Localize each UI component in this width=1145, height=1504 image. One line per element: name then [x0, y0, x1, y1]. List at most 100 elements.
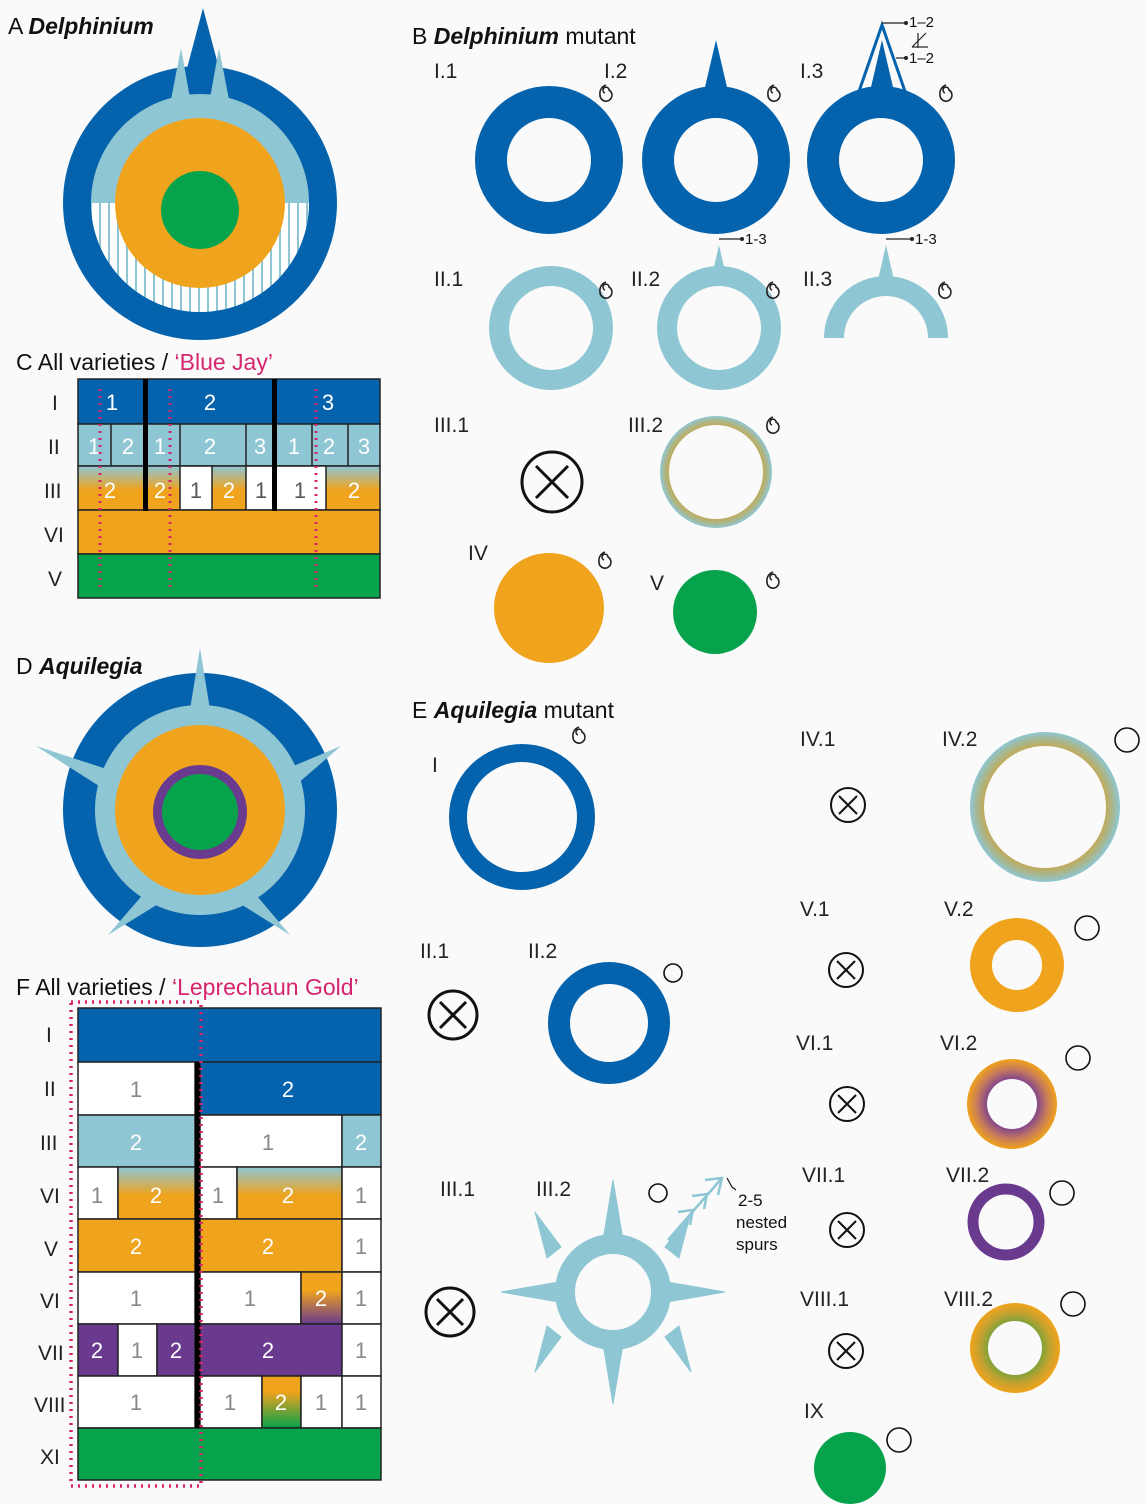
spiral-icon: [573, 727, 585, 743]
panel-c-letter: C: [16, 349, 33, 375]
panel-c-text: All varieties /: [38, 349, 175, 375]
table-cell: 1: [244, 1286, 256, 1311]
panel-d: D Aquilegia: [16, 648, 341, 947]
panel-f-text: All varieties /: [35, 974, 172, 1000]
ring-b-I1: [491, 102, 607, 218]
spiral-icon: [940, 85, 952, 101]
label-e-VIII2: VIII.2: [944, 1288, 993, 1311]
panel-a: A Delphinium: [8, 8, 337, 340]
spiral-icon: [767, 572, 779, 588]
row-label: VI: [40, 1290, 60, 1313]
label-e-VI2: VI.2: [940, 1032, 977, 1055]
disc-b-V: [673, 570, 757, 654]
label-e-VIII1: VIII.1: [800, 1288, 849, 1311]
row-label: II: [48, 436, 60, 459]
table-cell: 2: [275, 1390, 287, 1415]
open-circle-icon: [649, 1184, 667, 1202]
table-cell: 2: [323, 434, 335, 459]
label-e-V1: V.1: [800, 898, 830, 921]
annotation-II3: 1-3: [915, 231, 937, 248]
table-cell: 1: [131, 1338, 143, 1363]
disc-b-IV: [494, 553, 604, 663]
spiral-icon: [599, 552, 611, 568]
svg-text:A Delphinium: A Delphinium: [8, 13, 154, 39]
table-cell: 2: [130, 1234, 142, 1259]
row-label: VII: [38, 1342, 64, 1365]
table-cell: 1: [130, 1077, 142, 1102]
panel-c-variety: ‘Blue Jay’: [175, 349, 273, 375]
ring-b-I3: [823, 102, 939, 218]
ring-b-II1: [499, 276, 603, 380]
table-cell: 1: [88, 434, 100, 459]
label-b-IV: IV: [468, 542, 488, 565]
table-cell: 3: [358, 434, 370, 459]
table-cell: 2: [223, 478, 235, 503]
table-cell: 2: [150, 1183, 162, 1208]
panel-f-letter: F: [16, 974, 30, 1000]
label-e-II2: II.2: [528, 940, 557, 963]
table-cell: 1: [262, 1130, 274, 1155]
table-cell: 1: [154, 434, 166, 459]
label-b-I2: I.2: [604, 60, 627, 83]
ring-e-I: [458, 753, 586, 881]
panel-e: E Aquilegia mutant I II.1 II.2 III.1 III…: [412, 697, 1139, 1504]
nested-spurs-line1: 2-5: [738, 1191, 763, 1210]
spiral-icon: [939, 282, 951, 298]
spiral-icon: [767, 417, 779, 433]
row-label: VIII: [34, 1394, 66, 1417]
open-circle-icon: [1075, 916, 1099, 940]
label-b-I3: I.3: [800, 60, 823, 83]
table-cell: 1: [315, 1390, 327, 1415]
panel-f-variety: ‘Leprechaun Gold’: [172, 974, 359, 1000]
label-e-V2: V.2: [944, 898, 974, 921]
table-cell: 1: [224, 1390, 236, 1415]
table-cell: 1: [288, 434, 300, 459]
spiral-icon: [600, 85, 612, 101]
panel-c: C All varieties / ‘Blue Jay’ I II III VI…: [16, 349, 380, 598]
label-b-I1: I.1: [434, 60, 457, 83]
label-e-IX: IX: [804, 1400, 824, 1423]
panel-b-letter: B: [412, 23, 427, 49]
row-label: VI: [44, 524, 64, 547]
panel-b-genus: Delphinium: [434, 23, 559, 49]
table-cell: 1: [130, 1286, 142, 1311]
table-c-row-labels: I II III VI V: [44, 392, 64, 591]
spiral-icon: [768, 85, 780, 101]
panel-b-suffix: mutant: [559, 23, 636, 49]
open-circle-icon: [1115, 728, 1139, 752]
label-b-V: V: [650, 572, 664, 595]
aquilegia-carpel-center: [162, 774, 238, 850]
label-e-IV1: IV.1: [800, 728, 835, 751]
row-label: III: [44, 480, 62, 503]
label-b-III1: III.1: [434, 414, 469, 437]
panel-b: B Delphinium mutant I.1 I.2 I.3 1–2 1–2 …: [412, 14, 952, 663]
panel-e-letter: E: [412, 697, 427, 723]
table-cell: 1: [355, 1338, 367, 1363]
annotation-1-2-top: 1–2: [909, 14, 934, 31]
table-cell: 2: [104, 478, 116, 503]
annotation-II2: 1-3: [745, 231, 767, 248]
table-cell: 3: [254, 434, 266, 459]
panel-d-letter: D: [16, 653, 33, 679]
table-cell: 1: [255, 478, 267, 503]
svg-text:C All varieties / ‘Blue Jay’: C All varieties / ‘Blue Jay’: [16, 349, 273, 375]
table-cell: 1: [106, 390, 118, 415]
table-cell: 1: [355, 1390, 367, 1415]
label-b-II1: II.1: [434, 268, 463, 291]
absent-icon: [426, 1288, 474, 1336]
open-circle-icon: [1061, 1292, 1085, 1316]
table-cell: 2: [154, 478, 166, 503]
table-cell: 2: [262, 1234, 274, 1259]
label-b-III2: III.2: [628, 414, 663, 437]
annotation-1-2-bottom: 1–2: [909, 50, 934, 67]
spur-b-II3: [878, 245, 894, 280]
absent-icon: [429, 991, 477, 1039]
row-label: I: [46, 1024, 52, 1047]
row-label: V: [48, 568, 62, 591]
panel-a-genus: Delphinium: [28, 13, 153, 39]
panel-d-genus: Aquilegia: [38, 653, 143, 679]
table-cell: 2: [122, 434, 134, 459]
row-label: VI: [40, 1185, 60, 1208]
table-cell: 2: [204, 434, 216, 459]
table-cell: 2: [282, 1183, 294, 1208]
